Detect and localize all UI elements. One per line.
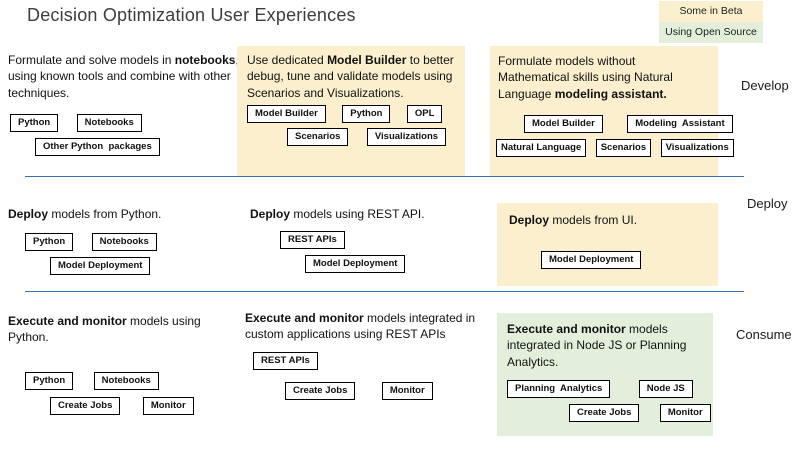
tag-monitor: Monitor: [142, 396, 194, 415]
tag-create-jobs: Create Jobs: [569, 403, 640, 422]
cell-consume-python: Execute and monitor models using Python.…: [8, 313, 240, 415]
stage-label-develop: Develop: [741, 78, 789, 93]
cell-develop-model-builder: Use dedicated Model Builder to better de…: [237, 46, 465, 176]
tag-rest-apis: REST APIs: [280, 231, 345, 250]
desc-post: models using Python.: [8, 314, 201, 345]
desc-bold: Execute and monitor: [507, 322, 626, 336]
tag-notebooks: Notebooks: [93, 371, 159, 390]
cell-description: Deploy models from Python.: [8, 206, 240, 222]
cell-develop-notebooks: Formulate and solve models in notebooks,…: [8, 52, 240, 156]
tag-visualizations: Visualizations: [366, 127, 447, 146]
tag-line: Create Jobs Monitor: [569, 403, 711, 422]
tag-model-builder: Model Builder: [524, 114, 603, 133]
tag-monitor: Monitor: [659, 403, 711, 422]
tag-other-python-packages: Other Python packages: [35, 137, 160, 156]
tag-line: Planning Analytics Node JS: [507, 379, 703, 398]
tag-line: Create Jobs Monitor: [50, 396, 240, 415]
cell-deploy-rest-api: Deploy models using REST API. REST APIs …: [250, 206, 482, 274]
tag-line: Other Python packages: [35, 137, 240, 156]
tag-opl: OPL: [406, 104, 443, 123]
tag-modeling-assistant: Modeling Assistant: [627, 114, 733, 133]
stage-label-deploy: Deploy: [747, 196, 788, 211]
cell-description: Execute and monitor models using Python.: [8, 313, 240, 346]
tag-notebooks: Notebooks: [76, 113, 142, 132]
cell-description: Deploy models using REST API.: [250, 206, 482, 222]
row-divider-develop-deploy: [25, 176, 744, 177]
tag-model-deployment: Model Deployment: [50, 257, 151, 276]
desc-post: models integrated in Node JS or Planning…: [507, 322, 687, 369]
cell-consume-rest-apis: Execute and monitor models integrated in…: [245, 310, 485, 400]
legend-using-open-source: Using Open Source: [659, 22, 763, 43]
cell-description: Execute and monitor models integrated in…: [245, 310, 485, 343]
tag-line: Create Jobs Monitor: [285, 381, 485, 400]
tag-create-jobs: Create Jobs: [50, 396, 121, 415]
tag-python: Python: [25, 371, 74, 390]
tag-line: REST APIs: [280, 231, 482, 250]
cell-description: Formulate models without Mathematical sk…: [498, 53, 710, 102]
cell-develop-modeling-assistant: Formulate models without Mathematical sk…: [490, 46, 734, 176]
desc-post: models from Python.: [48, 207, 162, 221]
legend: Some in Beta Using Open Source: [659, 1, 763, 43]
tag-create-jobs: Create Jobs: [285, 381, 356, 400]
stage-label-consume: Consume: [736, 327, 792, 342]
tag-line: Python Notebooks: [25, 371, 240, 390]
tag-scenarios: Scenarios: [287, 127, 349, 146]
desc-bold: Model Builder: [327, 53, 407, 67]
cell-description: Formulate and solve models in notebooks,…: [8, 52, 240, 101]
legend-some-in-beta: Some in Beta: [659, 1, 763, 22]
tag-visualizations: Visualizations: [660, 138, 734, 157]
tag-line: Model Deployment: [541, 251, 706, 270]
desc-post: models integrated in custom applications…: [245, 311, 476, 342]
desc-bold: Deploy: [509, 213, 550, 227]
desc-bold: Execute and monitor: [245, 311, 364, 325]
desc-post: , using known tools and combine with oth…: [8, 53, 239, 100]
tag-notebooks: Notebooks: [91, 233, 157, 252]
tag-line: Model Deployment: [50, 257, 240, 276]
desc-pre: Formulate models without Mathematical sk…: [498, 54, 673, 101]
tag-model-deployment: Model Deployment: [305, 255, 406, 274]
cell-deploy-python: Deploy models from Python. Python Notebo…: [8, 206, 240, 276]
desc-bold: notebooks: [174, 53, 236, 67]
tag-planning-analytics: Planning Analytics: [507, 379, 611, 398]
tag-rest-apis: REST APIs: [253, 351, 318, 370]
tag-scenarios: Scenarios: [595, 138, 652, 157]
desc-pre: Formulate and solve models in: [8, 53, 175, 67]
page-title: Decision Optimization User Experiences: [27, 5, 356, 25]
row-divider-deploy-consume: [25, 291, 744, 292]
tag-natural-language: Natural Language: [496, 138, 587, 157]
tag-line: Model Deployment: [305, 255, 482, 274]
desc-pre: Use dedicated: [247, 53, 328, 67]
desc-bold: Deploy: [8, 207, 49, 221]
cell-description: Execute and monitor models integrated in…: [507, 321, 703, 370]
desc-post: to better debug, tune and validate model…: [247, 53, 454, 100]
tag-line: REST APIs: [253, 351, 485, 370]
cell-deploy-ui: Deploy models from UI. Model Deployment: [497, 203, 718, 286]
cell-description: Use dedicated Model Builder to better de…: [247, 52, 455, 101]
tag-line: Model Builder Modeling Assistant: [524, 114, 733, 133]
tag-line: Python Notebooks: [10, 113, 240, 132]
desc-bold: Deploy: [250, 207, 291, 221]
tag-python: Python: [342, 104, 391, 123]
desc-bold: modeling assistant.: [554, 86, 667, 101]
tag-model-builder: Model Builder: [247, 104, 326, 123]
desc-post: models from UI.: [549, 213, 638, 227]
tag-monitor: Monitor: [381, 381, 433, 400]
tag-python: Python: [25, 233, 74, 252]
tag-line: Natural Language Scenarios Visualization…: [496, 138, 734, 157]
tag-node-js: Node JS: [638, 379, 693, 398]
tag-python: Python: [10, 113, 59, 132]
tag-model-deployment: Model Deployment: [541, 251, 642, 270]
tag-line: Python Notebooks: [25, 233, 240, 252]
tag-line: Scenarios Visualizations: [287, 127, 455, 146]
desc-bold: Execute and monitor: [8, 314, 127, 328]
tag-line: Model Builder Python OPL: [247, 104, 455, 123]
desc-post: models using REST API.: [290, 207, 425, 221]
cell-description: Deploy models from UI.: [509, 212, 706, 228]
cell-consume-nodejs-planning-analytics: Execute and monitor models integrated in…: [497, 313, 713, 436]
